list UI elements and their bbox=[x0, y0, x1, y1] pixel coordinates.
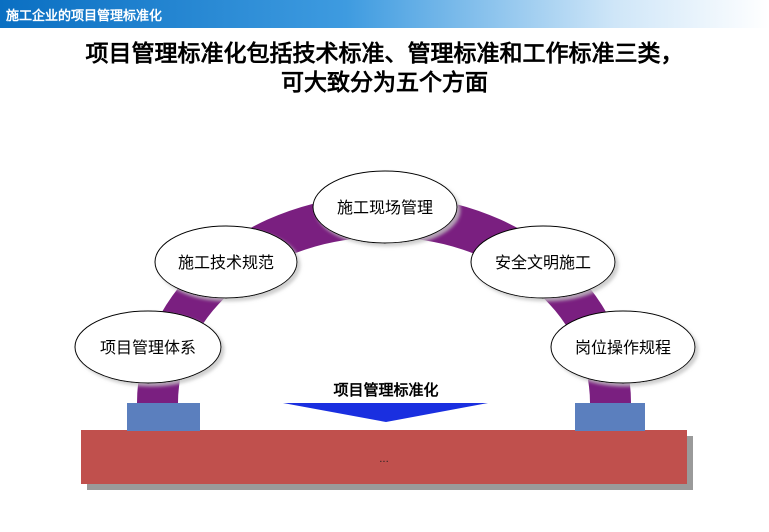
node-label: 岗位操作规程 bbox=[575, 338, 671, 357]
node-construction-tech-spec bbox=[154, 225, 298, 299]
slide-heading-line-2: 可大致分为五个方面 bbox=[281, 69, 488, 96]
base-block bbox=[81, 430, 687, 484]
slide-heading-line-1: 项目管理标准化包括技术标准、管理标准和工作标准三类， bbox=[85, 40, 684, 67]
center-arrow bbox=[283, 403, 488, 422]
node-safe-civilized-construction bbox=[470, 225, 616, 299]
center-label: 项目管理标准化 bbox=[333, 381, 438, 399]
node-label: 施工技术规范 bbox=[178, 253, 274, 272]
node-job-operation-rules bbox=[550, 310, 696, 384]
right-pillar bbox=[575, 403, 645, 431]
node-label: 安全文明施工 bbox=[495, 253, 591, 272]
node-label: 项目管理体系 bbox=[100, 338, 196, 357]
node-site-management bbox=[312, 170, 458, 244]
node-label: 施工现场管理 bbox=[337, 198, 433, 217]
left-pillar bbox=[127, 403, 200, 431]
banner-title: 施工企业的项目管理标准化 bbox=[6, 9, 163, 24]
top-banner: 施工企业的项目管理标准化 bbox=[0, 0, 769, 28]
base-label: ... bbox=[379, 454, 389, 465]
node-project-management-system bbox=[74, 310, 222, 384]
